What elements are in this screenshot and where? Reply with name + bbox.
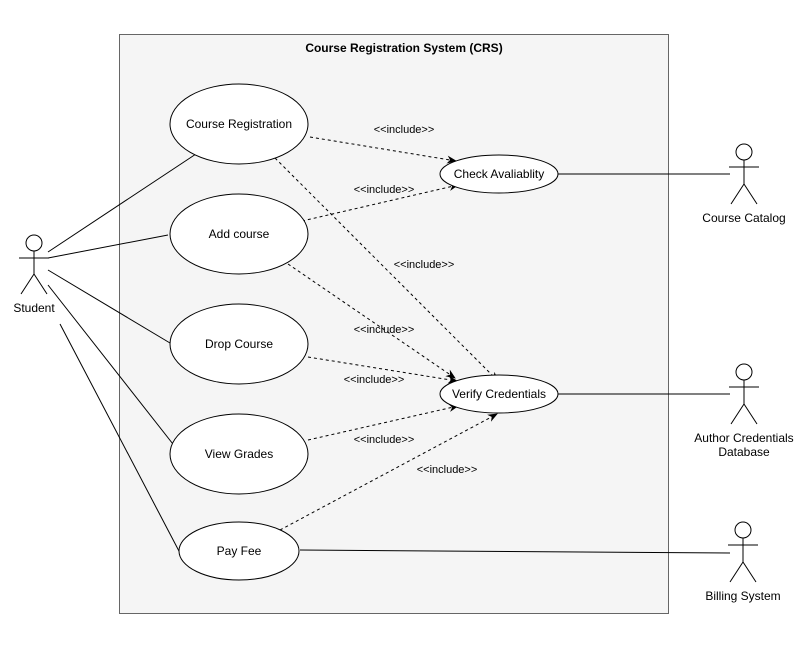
actor-student[interactable]: Student bbox=[13, 234, 55, 315]
include-label: <<include>> bbox=[374, 124, 435, 136]
system-title: Course Registration System (CRS) bbox=[305, 41, 502, 55]
use-case-label: View Grades bbox=[205, 447, 273, 461]
include-label: <<include>> bbox=[417, 464, 478, 476]
use-case-label: Drop Course bbox=[205, 337, 273, 351]
use-case-label: Pay Fee bbox=[217, 544, 262, 558]
use-case-view-grades[interactable]: View Grades bbox=[169, 413, 309, 495]
association-pay-fee-billing bbox=[299, 549, 731, 554]
include-labels: <<include>> <<include>> <<include>> <<in… bbox=[344, 124, 478, 476]
include-label: <<include>> bbox=[344, 374, 405, 386]
association-student-drop-course bbox=[47, 269, 171, 344]
include-label: <<include>> bbox=[394, 259, 455, 271]
association-student-view-grades bbox=[47, 284, 181, 454]
include-arrow bbox=[279, 413, 498, 531]
include-arrow bbox=[287, 263, 456, 379]
use-case-label: Verify Credentials bbox=[452, 387, 546, 401]
include-arrow bbox=[307, 404, 459, 441]
actor-label: Course Catalog bbox=[702, 211, 785, 225]
include-label: <<include>> bbox=[354, 434, 415, 446]
actor-author-credentials-database[interactable]: Author Credentials Database bbox=[694, 363, 794, 459]
associations bbox=[47, 153, 731, 554]
use-case-label: Add course bbox=[209, 227, 270, 241]
include-label: <<include>> bbox=[354, 184, 415, 196]
include-arrow bbox=[274, 157, 499, 382]
stick-figure-icon bbox=[728, 521, 758, 583]
use-case-drop-course[interactable]: Drop Course bbox=[169, 303, 309, 385]
stick-figure-icon bbox=[729, 143, 759, 205]
actor-label: Billing System bbox=[705, 589, 780, 603]
use-case-check-availability[interactable]: Check Avaliablity bbox=[439, 154, 559, 194]
association-student-pay-fee bbox=[59, 323, 181, 554]
include-label: <<include>> bbox=[354, 324, 415, 336]
include-arrow bbox=[307, 356, 458, 384]
use-case-course-registration[interactable]: Course Registration bbox=[169, 83, 309, 165]
actor-label: Author Credentials bbox=[694, 431, 793, 445]
use-case-label: Course Registration bbox=[186, 117, 292, 131]
actor-label: Student bbox=[13, 301, 55, 315]
use-case-label: Check Avaliablity bbox=[454, 167, 545, 181]
stick-figure-icon bbox=[729, 363, 759, 425]
stick-figure-icon bbox=[19, 234, 49, 295]
use-case-add-course[interactable]: Add course bbox=[169, 193, 309, 275]
use-case-pay-fee[interactable]: Pay Fee bbox=[178, 521, 300, 581]
actor-label: Database bbox=[718, 445, 770, 459]
actor-billing-system[interactable]: Billing System bbox=[705, 521, 781, 603]
include-relationships bbox=[274, 136, 499, 531]
actor-course-catalog[interactable]: Course Catalog bbox=[702, 143, 786, 225]
use-case-verify-credentials[interactable]: Verify Credentials bbox=[439, 374, 559, 414]
association-student-course-registration bbox=[47, 153, 197, 253]
include-arrow bbox=[301, 183, 459, 222]
association-student-add-course bbox=[47, 234, 169, 259]
include-arrow bbox=[309, 136, 457, 164]
